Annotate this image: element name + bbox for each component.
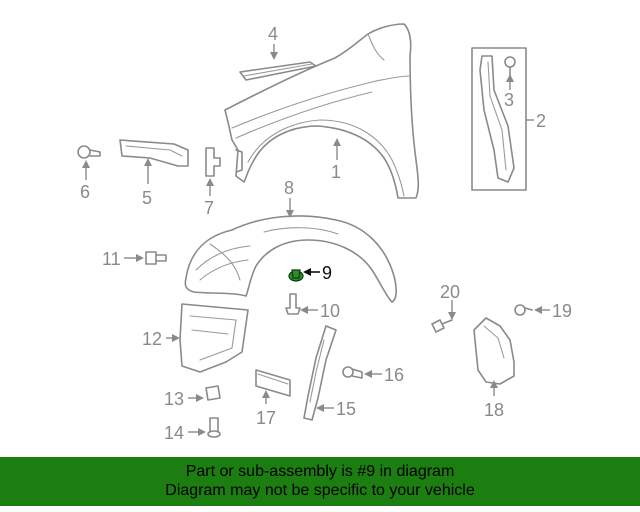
callout-10: 10 [320, 301, 340, 321]
part-17-pad [255, 369, 291, 397]
leader-lines [82, 44, 550, 436]
part-12-splash-shield [179, 303, 249, 373]
part-10-push-pin [285, 293, 301, 315]
part-2-molding-assembly [471, 47, 527, 191]
part-18-mud-guard [473, 317, 515, 385]
banner-line-part-number: Part or sub-assembly is #9 in diagram [185, 463, 455, 480]
part-8-liner [184, 215, 397, 303]
callout-8: 8 [284, 178, 294, 198]
part-5-bracket [119, 139, 189, 167]
part-13-nut [205, 385, 221, 401]
part-1-fender [224, 23, 420, 199]
parts-diagram: 1 2 3 4 5 6 7 8 9 10 11 12 13 14 15 16 1… [77, 23, 572, 443]
callout-20: 20 [440, 282, 460, 302]
part-16-bolt [342, 366, 363, 379]
part-3-screw [504, 56, 516, 77]
part-6-bolt [77, 145, 101, 159]
callout-19: 19 [552, 301, 572, 321]
callout-6: 6 [80, 182, 90, 202]
part-11-bolt [145, 251, 167, 265]
callout-9: 9 [322, 263, 332, 283]
callout-16: 16 [384, 365, 404, 385]
callout-1: 1 [331, 162, 341, 182]
callout-12: 12 [142, 329, 162, 349]
callout-numbers: 1 2 3 4 5 6 7 8 9 10 11 12 13 14 15 16 1… [80, 24, 572, 443]
part-7-clip [205, 147, 221, 177]
callout-18: 18 [484, 400, 504, 420]
part-4-molding [239, 61, 317, 81]
callout-3: 3 [504, 90, 514, 110]
callout-7: 7 [204, 198, 214, 218]
callout-13: 13 [164, 389, 184, 409]
part-15-strip [303, 325, 337, 421]
callout-11: 11 [102, 249, 121, 269]
callout-4: 4 [268, 24, 278, 44]
part-20-bolt [431, 319, 453, 333]
info-banner: Part or sub-assembly is #9 in diagram Di… [0, 457, 640, 506]
callout-17: 17 [256, 408, 276, 428]
banner-line-disclaimer: Diagram may not be specific to your vehi… [165, 482, 475, 499]
callout-2: 2 [536, 111, 546, 131]
part-14-bolt [207, 417, 221, 438]
callout-14: 14 [164, 423, 184, 443]
callout-15: 15 [336, 399, 356, 419]
callout-5: 5 [142, 188, 152, 208]
part-19-screw [514, 304, 533, 316]
part-9-fastener [288, 269, 304, 282]
